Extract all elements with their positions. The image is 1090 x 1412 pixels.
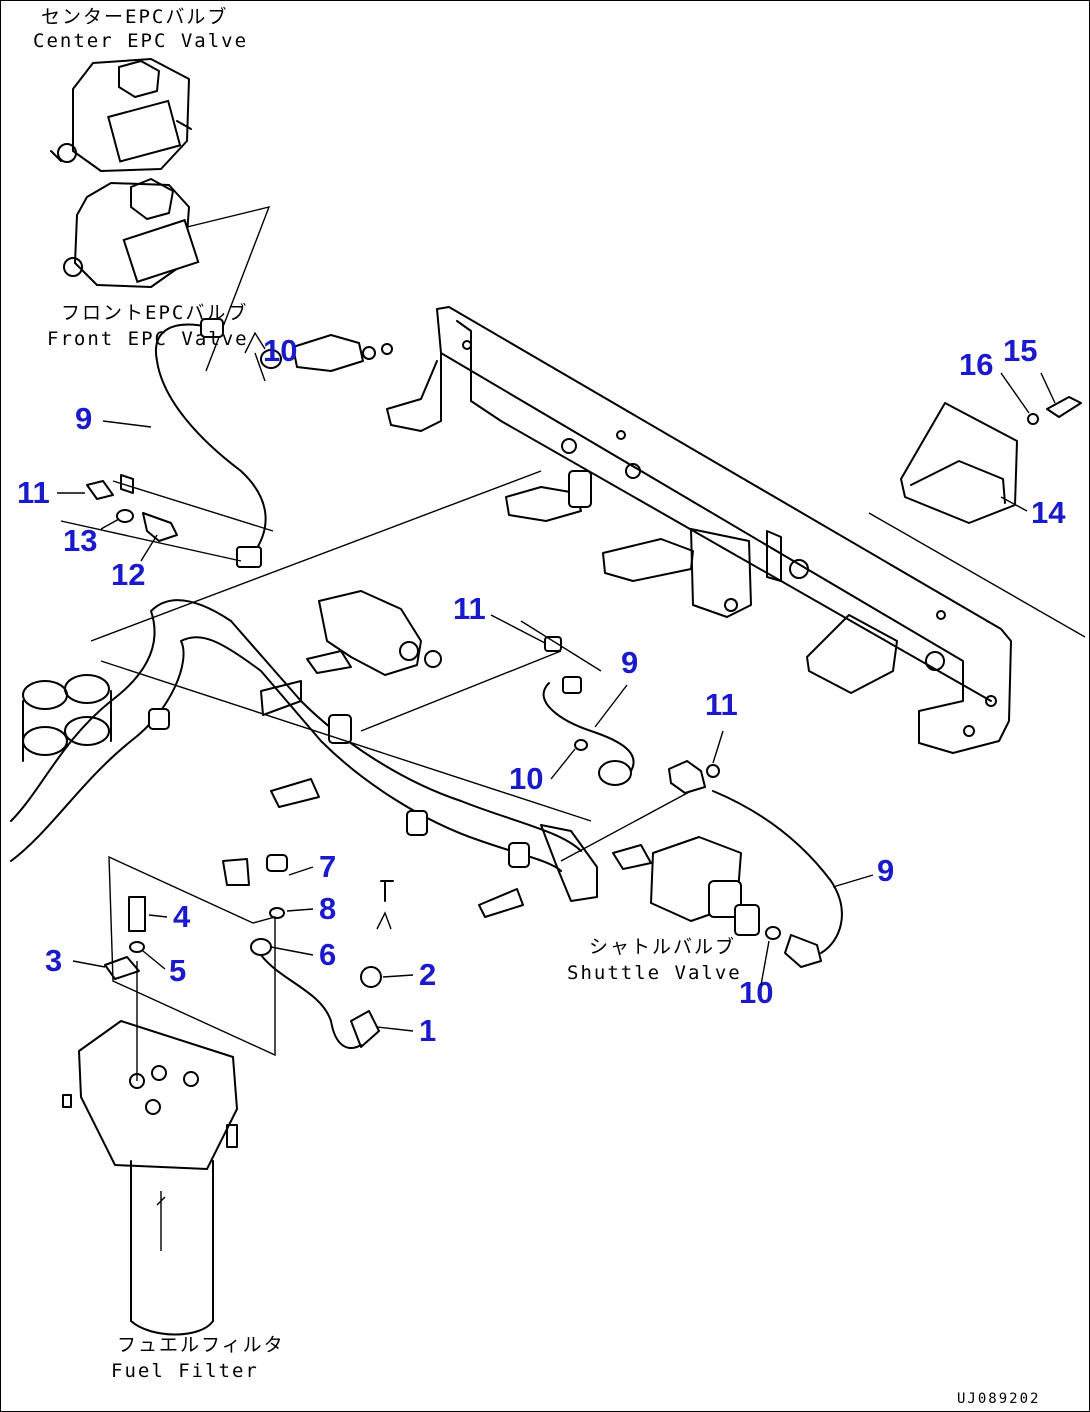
- callout-6: 6: [319, 937, 337, 972]
- callout-16: 16: [959, 347, 994, 382]
- callout-2: 2: [419, 957, 437, 992]
- callout-9-center: 9: [621, 645, 639, 680]
- shuttle-valve-label-en: Shuttle Valve: [567, 962, 742, 984]
- hose-9-upper: [154, 318, 393, 568]
- center-epc-valve-drawing: [50, 58, 192, 172]
- front-epc-label-en: Front EPC Valve: [47, 328, 249, 350]
- drawing-code: UJ089202: [957, 1391, 1041, 1407]
- shuttle-valve-label-jp: シャトルバルブ: [589, 936, 737, 958]
- callout-10-center: 10: [509, 761, 544, 796]
- callout-7: 7: [319, 849, 337, 884]
- callout-13: 13: [63, 523, 98, 558]
- hose-9-middle: [360, 620, 720, 794]
- callout-4: 4: [173, 899, 191, 934]
- front-epc-valve-drawing: [63, 178, 271, 372]
- center-epc-label-jp: センターEPCバルブ: [41, 6, 229, 28]
- callout-12: 12: [111, 557, 146, 592]
- callout-9-top: 9: [75, 401, 93, 436]
- callout-11-right: 11: [705, 687, 738, 722]
- callout-15: 15: [1003, 333, 1038, 368]
- callout-8: 8: [319, 891, 337, 926]
- callout-11-left: 11: [17, 475, 50, 510]
- callout-9-lower: 9: [877, 853, 895, 888]
- shuttle-valve-drawing: [560, 790, 843, 968]
- fuel-filter-label-jp: フュエルフィルタ: [117, 1334, 285, 1356]
- main-frame-drawing: [386, 306, 1012, 754]
- front-epc-label-jp: フロントEPCバルブ: [61, 302, 249, 324]
- callout-10-lower: 10: [739, 975, 774, 1010]
- center-valve-drawing: [306, 590, 442, 676]
- callout-5: 5: [169, 953, 187, 988]
- callout-3: 3: [45, 943, 63, 978]
- callout-14: 14: [1031, 495, 1066, 530]
- center-epc-label-en: Center EPC Valve: [33, 30, 249, 52]
- callout-11-center: 11: [453, 591, 486, 626]
- callout-1: 1: [419, 1013, 437, 1048]
- fuel-filter-drawing: [62, 854, 394, 1336]
- callout-10-top: 10: [263, 333, 298, 368]
- wire-harness-drawing: [10, 470, 598, 918]
- fuel-filter-label-en: Fuel Filter: [111, 1360, 259, 1382]
